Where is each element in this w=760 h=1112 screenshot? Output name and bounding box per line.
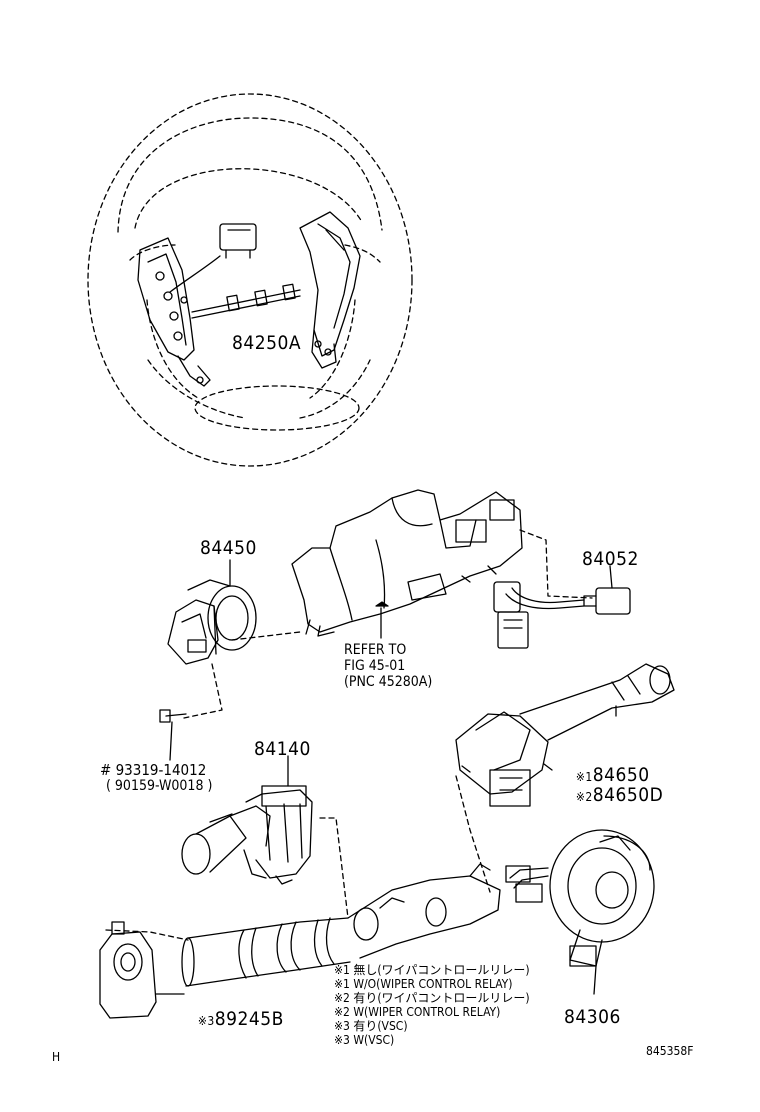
screw-alt-part-number[interactable]: ( 90159-W0018 ) [106,778,213,794]
connector-84052 [493,565,631,649]
wiper-switch-2-row: ※284650D [564,762,663,806]
part-number-84306[interactable]: 84306 [564,1006,621,1028]
ignition-dashes [183,663,223,719]
part-number-84450[interactable]: 84450 [200,537,257,559]
refer-line-2[interactable]: FIG 45-01 [344,658,406,674]
spiral-cable-84306 [505,829,655,995]
figure-id: 845358F [646,1044,694,1058]
wiper-dashes [455,775,491,893]
part-number-84650D[interactable]: 84650D [592,784,664,806]
screw [159,709,187,761]
refer-line-1: REFER TO [344,642,407,658]
part-number-84140[interactable]: 84140 [254,738,311,760]
marker-3: ※3 [197,1014,215,1028]
column-cover-dashes-2 [231,631,301,641]
steering-wheel-outline [87,93,413,467]
tube-dashes [105,929,189,941]
column-tube [181,863,501,987]
sensor-row: ※389245B [186,986,284,1030]
ignition-switch-84450 [167,559,257,665]
corner-mark: H [52,1050,61,1064]
part-number-84052[interactable]: 84052 [582,548,639,570]
combo-dashes [319,817,349,919]
marker-2: ※2 [575,790,593,804]
column-cover [291,489,523,637]
refer-line-3: (PNC 45280A) [344,674,433,690]
wiper-switch-1-row: ※184650 [564,742,650,786]
screw-part-number[interactable]: # 93319-14012 [100,761,207,779]
left-wheel-switch [137,237,211,387]
part-number-89245B[interactable]: 89245B [214,1008,284,1030]
note-5: ※3 有り(VSC) [334,1019,408,1033]
column-cover-dashes [519,529,593,599]
marker-1: ※1 [575,770,593,784]
part-number-84650[interactable]: 84650 [592,764,650,786]
steering-sensor-89245B [99,921,185,1019]
combo-switch-84140 [181,755,313,885]
wiper-switch-84650 [455,663,675,807]
note-2: ※1 W/O(WIPER CONTROL RELAY) [334,977,513,991]
wheel-harness [169,223,301,319]
note-3: ※2 有り(ワイパコントロールリレー) [334,991,530,1005]
note-1: ※1 無し(ワイパコントロールリレー) [334,963,530,977]
right-wheel-switch [299,211,361,369]
part-number-84250A[interactable]: 84250A [232,332,302,354]
note-6: ※3 W(VSC) [334,1033,395,1047]
note-4: ※2 W(WIPER CONTROL RELAY) [334,1005,501,1019]
